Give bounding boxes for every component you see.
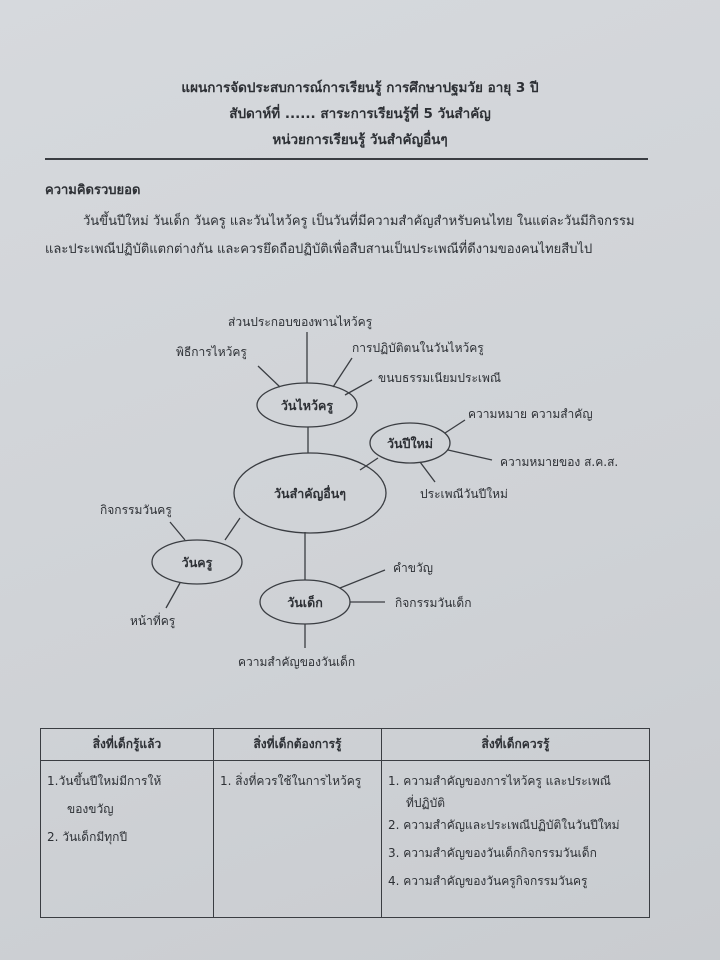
cell-line: ที่ปฏิบัติ: [406, 796, 445, 810]
leaf: ความสำคัญของวันเด็ก: [238, 654, 355, 669]
cell-line: 2. วันเด็กมีทุกปี: [47, 830, 128, 844]
node-center: [233, 452, 387, 534]
week-subject: สัปดาห์ที่ ...... สาระการเรียนรู้ที่ 5 ว…: [229, 106, 491, 122]
concept-line-2: และประเพณีปฏิบัติแตกต่างกัน และควรยึดถือ…: [45, 242, 593, 257]
wai-khru-label: วันไหว้ครู: [281, 398, 333, 414]
leaf: ส่วนประกอบของพานไหว้ครู: [228, 315, 373, 330]
teacher-label: วันครู: [182, 555, 213, 571]
connector-lines: [165, 332, 493, 648]
unit-title: หน่วยการเรียนรู้ วันสำคัญอื่นๆ: [272, 132, 448, 148]
new-year-label: วันปีใหม่: [387, 436, 433, 451]
leaf: หน้าที่ครู: [130, 612, 176, 629]
knowledge-table: สิ่งที่เด็กรู้แล้ว สิ่งที่เด็กต้องการรู้…: [40, 728, 650, 918]
node-new-year: [369, 422, 451, 464]
cell-line: 1. สิ่งที่ควรใช้ในการไหว้ครู: [220, 774, 362, 788]
concept-heading: ความคิดรวบยอด: [45, 183, 141, 198]
leaf: ประเพณีวันปีใหม่: [420, 487, 508, 501]
cell-line: 1. ความสำคัญของการไหว้ครู และประเพณี: [388, 774, 611, 788]
cell-line: ของขวัญ: [67, 802, 114, 816]
leaf: พิธีการไหว้ครู: [176, 345, 247, 360]
cell-line: 1.วันขึ้นปีใหม่มีการให้: [47, 774, 162, 788]
node-wai-khru: [256, 382, 358, 428]
concept-line-1: วันขึ้นปีใหม่ วันเด็ก วันครู และวันไหว้ค…: [83, 214, 635, 229]
leaf: กิจกรรมวันครู: [100, 503, 172, 518]
leaf: ขนบธรรมเนียมประเพณี: [378, 371, 501, 385]
leaf: คำขวัญ: [393, 561, 433, 575]
leaf: ความหมาย ความสำคัญ: [468, 407, 593, 421]
cell-line: 4. ความสำคัญของวันครูกิจกรรมวันครู: [388, 874, 588, 888]
divider: [45, 158, 648, 160]
center-label: วันสำคัญอื่นๆ: [274, 485, 346, 501]
header-should: สิ่งที่เด็กควรรู้: [381, 728, 650, 761]
header-known: สิ่งที่เด็กรู้แล้ว: [40, 728, 214, 761]
cell-line: 3. ความสำคัญของวันเด็กกิจกรรมวันเด็ก: [388, 846, 597, 860]
col-known: 1.วันขึ้นปีใหม่มีการให้ของขวัญ 2. วันเด็ก…: [40, 760, 214, 918]
leaf: ความหมายของ ส.ค.ส.: [500, 455, 618, 469]
node-children: [259, 579, 351, 625]
node-teacher: [151, 539, 243, 585]
cell-line: 2. ความสำคัญและประเพณีปฏิบัติในวันปีใหม่: [388, 818, 620, 832]
concept-map: วันไหว้ครู วันปีใหม่ วันสำคัญอื่นๆ วันคร…: [100, 315, 618, 669]
plan-title: แผนการจัดประสบการณ์การเรียนรู้ การศึกษาป…: [181, 80, 539, 96]
leaf: กิจกรรมวันเด็ก: [395, 595, 471, 610]
col-want: 1. สิ่งที่ควรใช้ในการไหว้ครู: [213, 760, 382, 918]
col-should: 1. ความสำคัญของการไหว้ครู และประเพณีที่ป…: [381, 760, 650, 918]
leaf: การปฏิบัติตนในวันไหว้ครู: [352, 341, 484, 356]
children-label: วันเด็ก: [287, 595, 323, 610]
header-want: สิ่งที่เด็กต้องการรู้: [213, 728, 382, 761]
